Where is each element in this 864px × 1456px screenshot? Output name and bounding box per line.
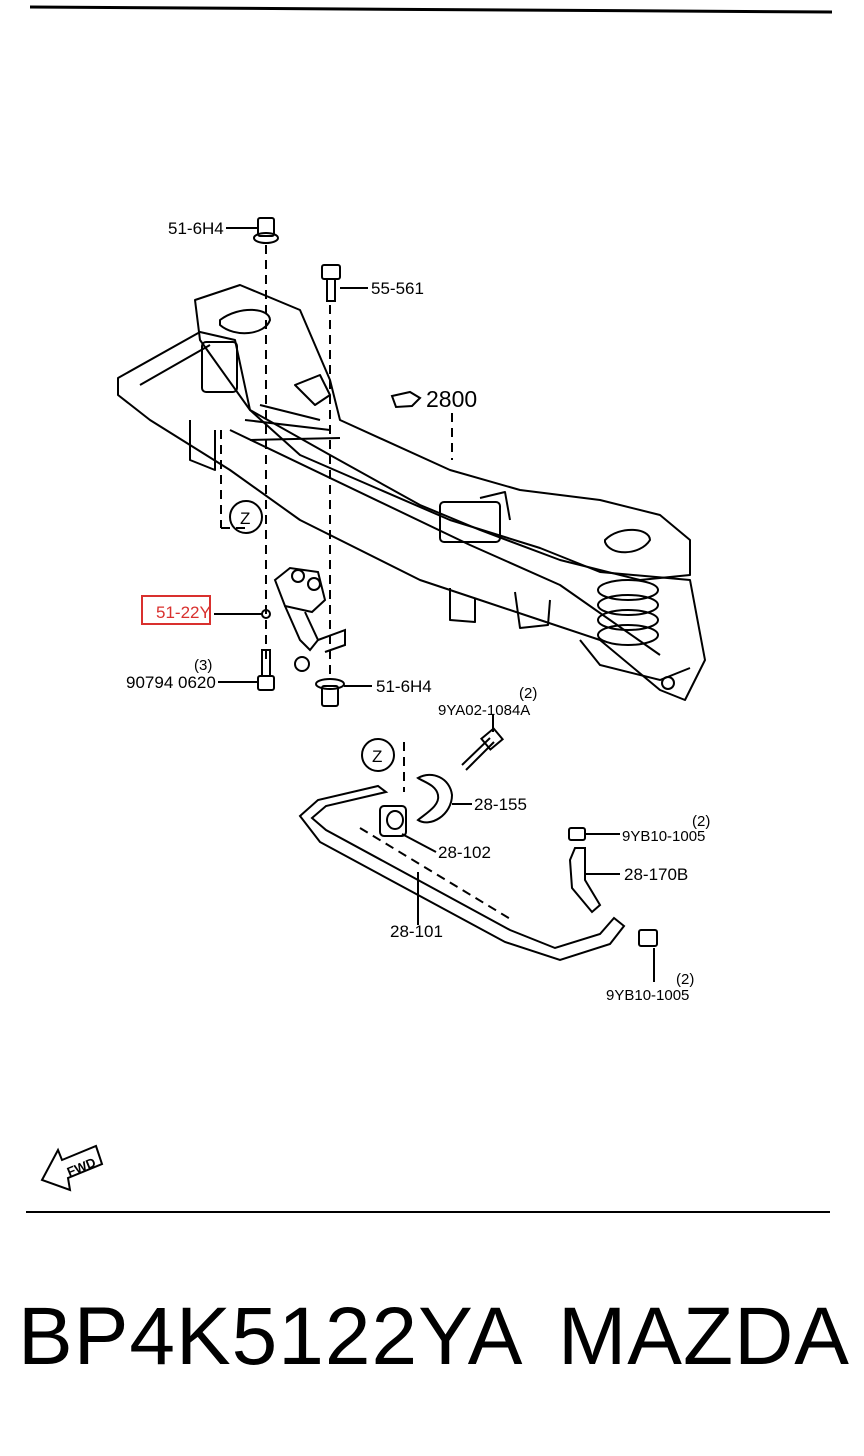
brand-name: MAZDA [558, 1291, 850, 1382]
label-nut-9yb-lower-qty: (2) [676, 971, 694, 988]
nut-9yb-lower-part [638, 929, 658, 982]
label-bolt-90794: 90794 0620 [126, 673, 216, 692]
top-border [29, 5, 833, 14]
label-clamp: 28-155 [474, 795, 527, 814]
label-fwd: FWD [65, 1155, 98, 1180]
bolt-9ya-part [461, 715, 505, 771]
highlight-box [141, 595, 211, 625]
label-zone-2: Z [372, 747, 382, 766]
label-bolt-9ya-qty: (2) [519, 685, 537, 702]
stabilizer-link-part [568, 827, 620, 914]
stabilizer-bar-part [298, 784, 626, 962]
label-bolt-55: 55-561 [371, 279, 424, 298]
zone-marker-circles [229, 500, 395, 772]
label-nut-9yb-qty: (2) [692, 813, 710, 830]
crossmember-drawing [117, 284, 706, 701]
nut-bottom-part [315, 678, 372, 707]
clamp-part [416, 773, 472, 824]
label-nut-bottom: 51-6H4 [376, 677, 432, 696]
label-nut-9yb: 9YB10-1005 [622, 828, 705, 845]
label-bolt-9ya: 9YA02-1084A [438, 702, 530, 719]
label-bolt-qty: (3) [194, 657, 212, 674]
sensor-bracket-part [214, 566, 346, 672]
label-nut-top: 51-6H4 [168, 219, 224, 238]
label-zone-1: Z [240, 509, 250, 528]
fwd-arrow-icon: FWD [40, 1144, 104, 1192]
bolt-90794-part [218, 649, 275, 691]
assembly-leader-lines [220, 245, 513, 921]
label-sensor-bracket: 51-22Y [156, 603, 211, 622]
hand-pointer-icon [390, 390, 422, 409]
nut-top-part [226, 217, 279, 244]
coil-spring [579, 579, 691, 690]
label-link: 28-170B [624, 865, 688, 884]
label-stabilizer-bar: 28-101 [390, 922, 443, 941]
bushing-part [379, 805, 437, 853]
label-bushing: 28-102 [438, 843, 491, 862]
bolt-55-part [321, 264, 368, 302]
label-nut-9yb-lower: 9YB10-1005 [606, 987, 689, 1004]
label-crossmember: 2800 [426, 386, 477, 412]
part-number: BP4K5122YA [18, 1291, 524, 1382]
